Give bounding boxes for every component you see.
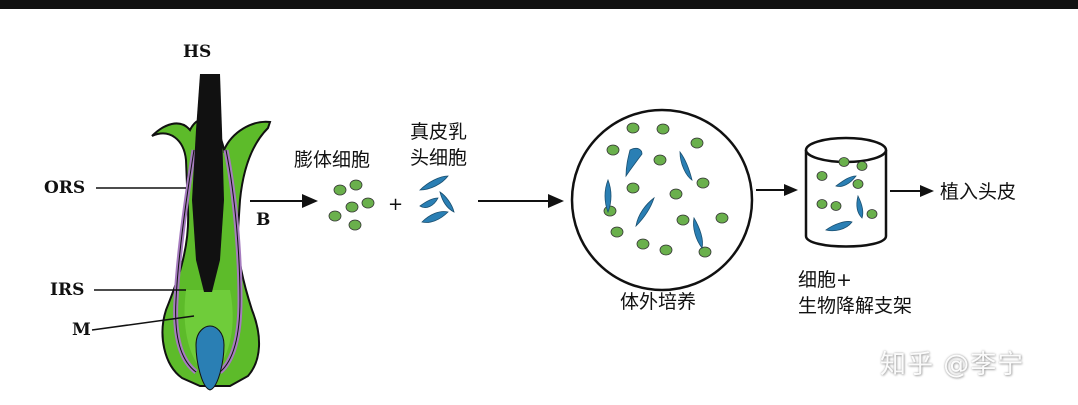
scaffold-label-line1: 细胞+	[798, 269, 852, 291]
dermal-papilla-cells	[419, 175, 455, 223]
scaffold-cylinder	[804, 136, 888, 248]
arrow-3	[756, 184, 798, 196]
implant-label: 植入头皮	[940, 181, 1017, 203]
m-leader-line	[91, 315, 195, 331]
label-m: M	[72, 320, 91, 340]
hair-shaft	[192, 74, 224, 292]
culture-dish	[570, 108, 754, 292]
arrow-2	[478, 194, 564, 208]
label-b: B	[256, 210, 271, 230]
watermark: 知乎 @李宁	[880, 350, 1025, 380]
label-ors: ORS	[44, 178, 86, 198]
top-bar	[0, 0, 1078, 9]
arrow-4	[890, 185, 934, 197]
label-hs: HS	[183, 42, 212, 62]
dermal-papilla	[195, 325, 225, 391]
hair-follicle	[151, 74, 272, 405]
arrow-1	[250, 194, 318, 208]
plus-sign: +	[388, 194, 404, 215]
dermal-sheath-cells-label: 膨体细胞	[294, 149, 371, 171]
scaffold-label-line2: 生物降解支架	[798, 295, 913, 317]
dermal-sheath-cells	[328, 179, 375, 231]
dermal-papilla-label-line2: 头细胞	[410, 147, 468, 169]
dermal-papilla-label-line1: 真皮乳	[410, 121, 468, 143]
culture-label: 体外培养	[620, 291, 697, 313]
label-irs: IRS	[50, 280, 85, 300]
